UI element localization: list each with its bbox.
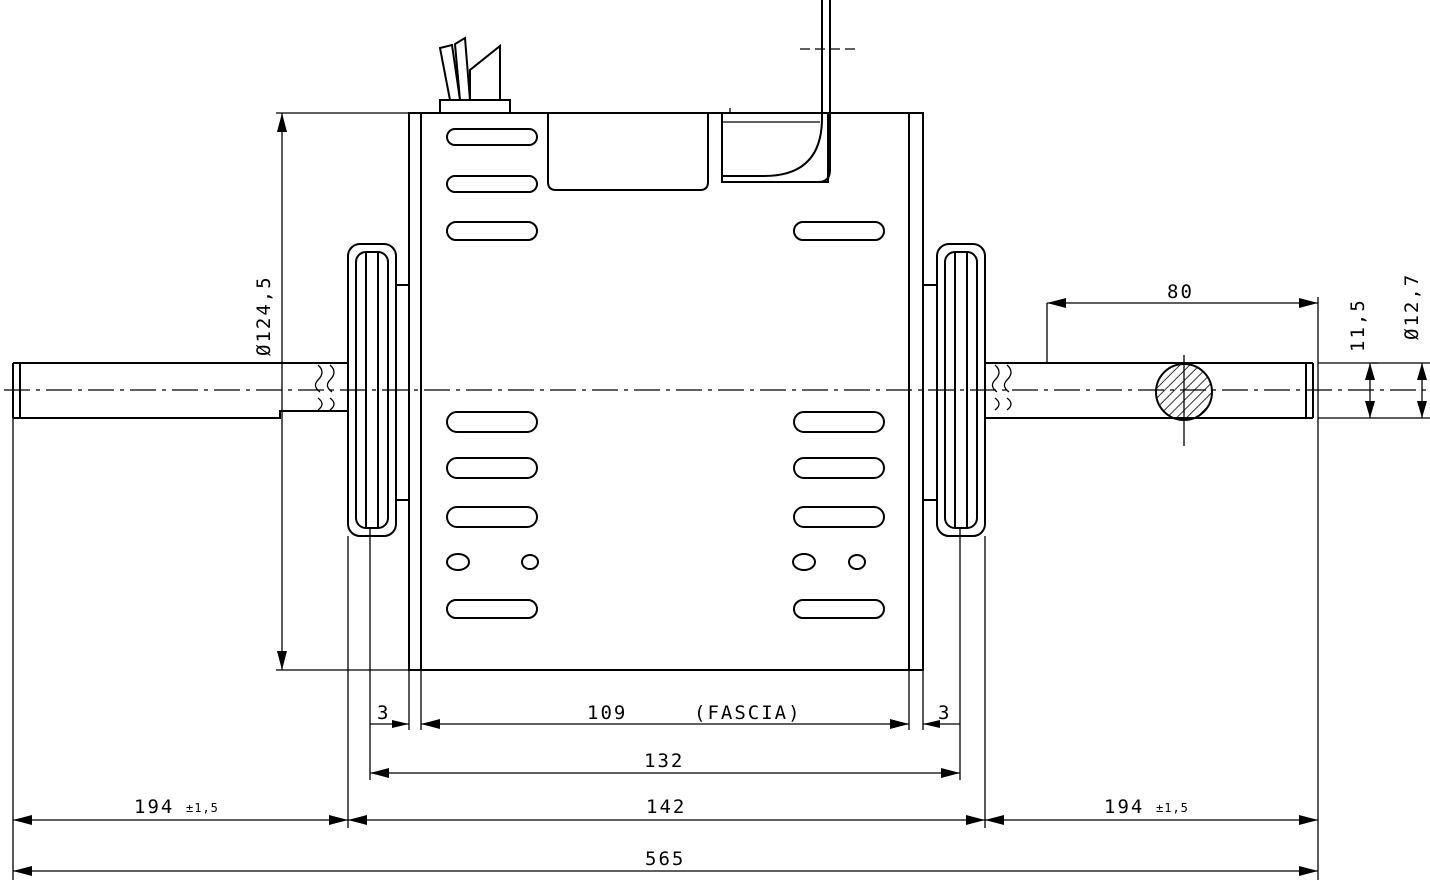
dim-shaft-left-label: 194 [134,796,174,818]
ventilation-slots [446,128,885,619]
dim-overall-length-label: 565 [645,848,685,870]
shaft-cross-section [1155,355,1213,446]
dim-flat-depth: 11,5 [1318,298,1378,419]
dim-overall-length: 565 [13,848,1318,876]
left-shaft [12,362,348,419]
dim-housing-diameter-label: Ø124,5 [253,275,275,356]
dim-housing-diameter: Ø124,5 [253,112,409,671]
extension-lines [12,418,1319,880]
cable-connector [438,36,511,114]
dim-gap-right-label: 3 [938,702,951,724]
dim-flat-length-label: 80 [1167,281,1194,303]
dim-shaft-left-tol: ±1,5 [186,801,219,815]
motor-housing [408,108,924,671]
dim-fascia-row: 3 109 (FASCIA) 3 [370,702,960,729]
dim-fascia-width-label: 109 [587,702,627,724]
dim-flat-depth-label: 11,5 [1347,298,1369,352]
dim-shaft-diameter-label: Ø12,7 [1401,273,1423,340]
dim-shaft-right-label: 194 [1104,796,1144,818]
dim-fascia-note-label: (FASCIA) [694,702,802,724]
dim-gap-left-label: 3 [377,702,390,724]
dim-inner-span-label: 132 [644,750,684,772]
dim-body-span-label: 142 [646,796,686,818]
dim-segment-row: 194 ±1,5 142 194 ±1,5 [13,796,1318,825]
dim-shaft-right-tol: ±1,5 [1156,801,1189,815]
cable-lead [722,0,858,183]
dim-inner-span: 132 [370,750,960,778]
dim-shaft-diameter: Ø12,7 [1372,273,1430,419]
right-shaft [985,303,1314,419]
dim-flat-length: 80 [1047,281,1319,418]
